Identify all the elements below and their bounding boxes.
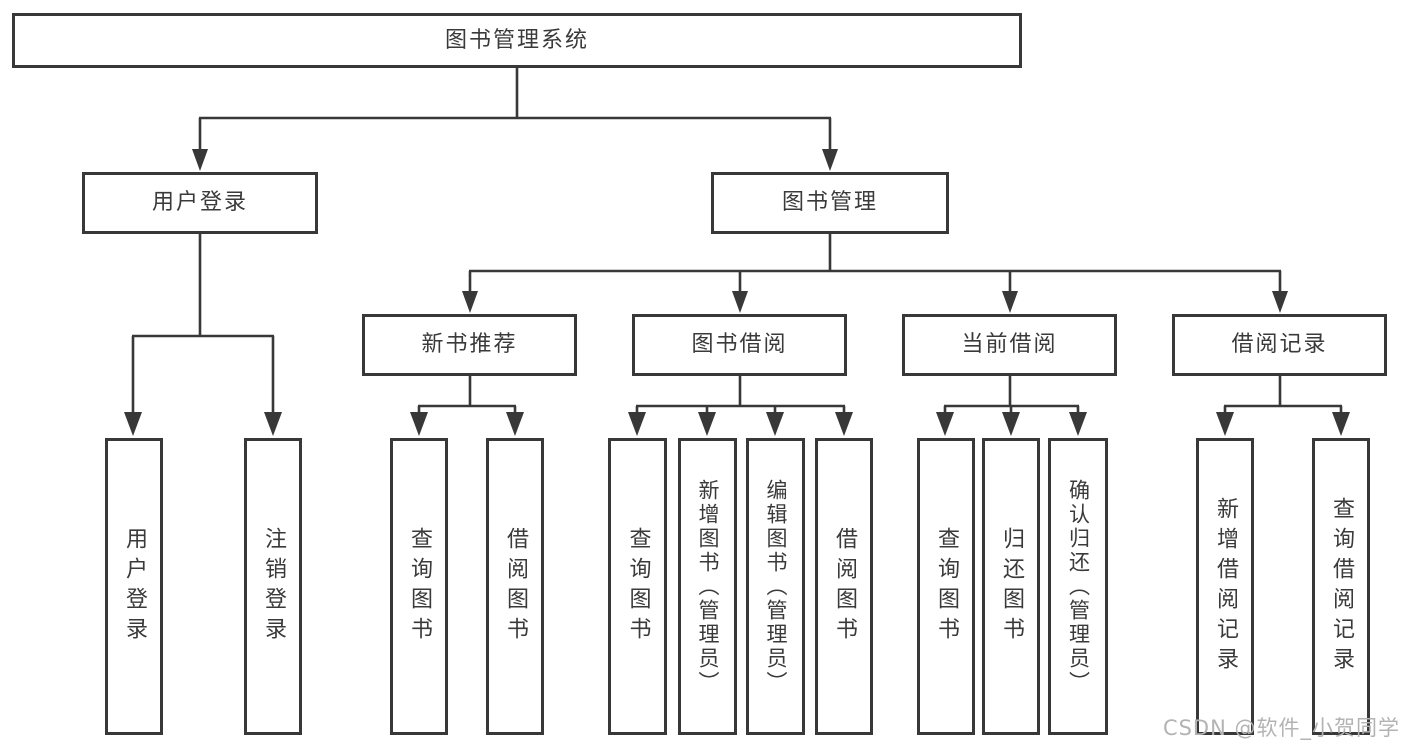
node-label: 新增图书（管理员）: [696, 478, 720, 695]
node-book-management: 图书管理: [711, 172, 949, 234]
node-label: 用户登录: [122, 526, 147, 647]
node-add-books-admin: 新增图书（管理员）: [678, 438, 737, 735]
node-add-borrow-record: 新增借阅记录: [1196, 438, 1254, 735]
node-label: 查询借阅记录: [1329, 496, 1354, 677]
node-new-book-recommend: 新书推荐: [362, 314, 577, 376]
node-label: 借阅图书: [832, 526, 857, 647]
node-label: 图书借阅: [691, 332, 788, 357]
node-borrowing-records: 借阅记录: [1172, 314, 1387, 376]
csdn-watermark: CSDN @软件_小贺同学: [1162, 716, 1400, 740]
node-label: 确认归还（管理员）: [1066, 478, 1091, 695]
arrowhead-icons: [124, 149, 1350, 436]
node-label: 新增借阅记录: [1213, 496, 1238, 677]
node-label: 查询图书: [407, 526, 432, 647]
node-label: 查询图书: [934, 526, 959, 647]
node-confirm-return-admin: 确认归还（管理员）: [1048, 438, 1108, 735]
node-label: 借阅图书: [503, 526, 528, 647]
node-label: 查询图书: [625, 526, 651, 647]
node-label: 借阅记录: [1231, 332, 1328, 357]
node-label: 图书管理系统: [444, 27, 589, 53]
node-label: 图书管理: [781, 190, 878, 215]
node-user-login: 用户登录: [105, 438, 163, 735]
node-query-borrow-record: 查询借阅记录: [1312, 438, 1370, 735]
node-borrow-books: 借阅图书: [815, 438, 873, 735]
node-edit-books-admin: 编辑图书（管理员）: [746, 438, 805, 735]
node-current-borrowing: 当前借阅: [902, 314, 1117, 376]
node-label: 用户登录: [151, 190, 248, 215]
node-user-login-group: 用户登录: [82, 172, 318, 234]
node-borrow-books-recommend: 借阅图书: [486, 438, 544, 735]
node-label: 当前借阅: [961, 332, 1058, 357]
node-query-books-borrowing: 查询图书: [608, 438, 667, 735]
node-library-management-system: 图书管理系统: [12, 13, 1022, 68]
node-query-books-current: 查询图书: [917, 438, 975, 735]
node-label: 编辑图书（管理员）: [764, 478, 788, 695]
node-book-borrowing: 图书借阅: [632, 314, 847, 376]
node-return-books: 归还图书: [982, 438, 1040, 735]
node-query-books-recommend: 查询图书: [390, 438, 448, 735]
node-label: 新书推荐: [421, 332, 518, 357]
node-label: 归还图书: [999, 526, 1024, 647]
node-label: 注销登录: [261, 526, 286, 647]
node-logout: 注销登录: [244, 438, 302, 735]
